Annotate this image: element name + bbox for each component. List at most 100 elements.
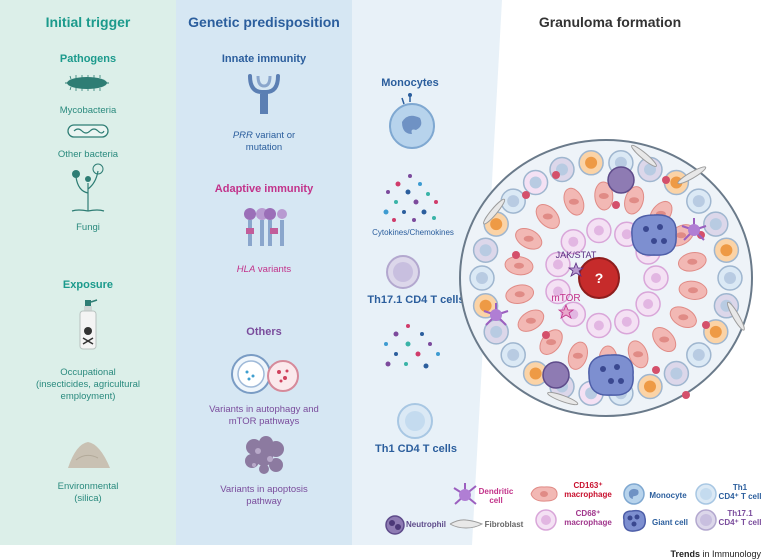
lymphocyte-nucleus — [585, 156, 598, 169]
giant-cell-nucleus — [657, 224, 663, 230]
prr-italic: PRR — [232, 130, 253, 141]
lymphocyte-nucleus — [476, 272, 488, 284]
macrophage-nucleus — [687, 258, 698, 265]
apoptosis-icon — [245, 436, 284, 474]
exposure-heading: Exposure — [62, 279, 114, 291]
jakstat-star-icon — [567, 261, 585, 277]
legend-th171-line1: Th17.1 — [727, 509, 753, 518]
hla-rest: variants — [255, 264, 292, 275]
macrophage-nucleus — [633, 351, 644, 358]
legend-neutrophil-label: Neutrophil — [406, 520, 446, 529]
fungi-icon — [71, 163, 105, 212]
others-heading: Others — [246, 326, 282, 338]
prr-rest: variant or — [252, 130, 296, 141]
legend-th1-icon — [695, 483, 717, 505]
lymphocyte-nucleus — [644, 163, 656, 176]
macrophage-nucleus — [568, 198, 579, 205]
th171-cell-icon — [386, 255, 420, 289]
occupational-line3: employment) — [60, 391, 116, 402]
fibroblast-cell — [726, 301, 745, 331]
mtor-star-icon — [557, 303, 575, 319]
genetic-predisposition-title: Genetic predisposition — [188, 14, 340, 30]
lymphocyte-nucleus — [614, 156, 627, 169]
neutrophil-granule — [662, 176, 670, 184]
granuloma-formation-title: Granuloma formation — [538, 14, 682, 30]
lymphocyte-nucleus — [709, 325, 722, 338]
giant-cell — [588, 354, 634, 396]
legend-giant-cell-icon — [622, 509, 647, 532]
lymphocyte-nucleus — [490, 325, 503, 338]
neutrophil-cell — [542, 361, 570, 389]
lymphocyte-nucleus — [709, 218, 722, 231]
autophagy-line2: mTOR pathways — [228, 416, 300, 427]
macrophage-nucleus — [629, 197, 640, 204]
fibroblast-cell — [483, 198, 506, 225]
cd68-nucleus — [593, 320, 604, 331]
dendritic-cell — [490, 309, 502, 321]
legend-cd68-icon — [535, 509, 557, 531]
insecticide-bottle-icon — [79, 299, 98, 350]
giant-cell-nucleus — [614, 364, 620, 370]
th1-label: Th1 CD4 T cells — [375, 443, 457, 455]
legend-dendritic-line1: Dendritic — [478, 487, 514, 496]
lymphocyte-nucleus — [490, 218, 503, 231]
footer-journal: in Immunology — [702, 549, 761, 559]
cd68-nucleus — [568, 236, 579, 247]
adaptive-immunity-heading: Adaptive immunity — [214, 183, 314, 195]
hla-variants-label: HLA variants — [176, 264, 352, 276]
apoptosis-line1: Variants in apoptosis — [220, 484, 308, 495]
prr-variant-line2: mutation — [245, 142, 283, 153]
neutrophil-granule — [702, 321, 710, 329]
giant-cell-nucleus — [643, 226, 649, 232]
legend-fibroblast-icon — [449, 519, 483, 529]
innate-immunity-heading: Innate immunity — [221, 53, 307, 65]
jakstat-text: JAK/STAT — [556, 250, 597, 260]
journal-footer: Trends in Immunology — [670, 549, 761, 559]
pathogens-heading: Pathogens — [59, 53, 117, 65]
macrophage-nucleus — [572, 352, 583, 359]
autophagy-icon — [231, 354, 299, 394]
cytokines-dots-icon-2 — [384, 324, 440, 369]
zoom-wedge — [352, 0, 502, 545]
legend-cd68-line1: CD68⁺ — [575, 509, 601, 518]
legend-dendritic-icon — [453, 483, 477, 505]
macrophage-nucleus — [542, 213, 553, 220]
neutrophil-granule — [542, 331, 550, 339]
monocytes-label: Monocytes — [381, 77, 439, 89]
macrophage-nucleus — [688, 287, 698, 294]
macrophage-nucleus — [514, 262, 524, 269]
giant-cell-nucleus — [651, 238, 657, 244]
giant-cell — [631, 214, 677, 256]
macrophage-nucleus — [546, 339, 557, 346]
legend-cd163-icon — [530, 486, 558, 502]
macrophage-nucleus — [514, 291, 525, 298]
cytokines-label: Cytokines/Chemokines — [372, 228, 454, 237]
neutrophil-granule — [612, 201, 620, 209]
legend-cd163-line2: macrophage — [564, 490, 612, 499]
legend-monocyte-icon — [623, 483, 645, 505]
lymphocyte-nucleus — [479, 299, 492, 312]
macrophage-nucleus — [523, 235, 534, 242]
giant-cell-nucleus — [600, 366, 606, 372]
lymphocyte-nucleus — [670, 367, 683, 380]
silica-pile-icon — [68, 442, 110, 468]
fibroblast-cell — [547, 391, 579, 406]
th171-label: Th17.1 CD4 T cells — [367, 294, 465, 306]
cd68-nucleus — [553, 286, 563, 297]
fungi-label: Fungi — [76, 222, 100, 233]
legend-cd68-label: CD68⁺macrophage — [560, 509, 616, 527]
macrophage-nucleus — [659, 336, 670, 343]
macrophage-nucleus — [598, 193, 609, 199]
lymphocyte-nucleus — [692, 195, 705, 208]
cd68-nucleus — [553, 259, 563, 270]
necrotic-core — [578, 257, 620, 299]
cd68-nucleus — [621, 229, 632, 240]
legend-neutrophil-icon — [385, 515, 405, 535]
footer-brand: Trends — [670, 549, 700, 559]
legend-th1-line2: CD4⁺ T cell — [718, 492, 762, 501]
prr-variant-line1: PRR variant or — [176, 130, 352, 142]
initial-trigger-title: Initial trigger — [45, 14, 131, 30]
neutrophil-granule — [522, 191, 530, 199]
